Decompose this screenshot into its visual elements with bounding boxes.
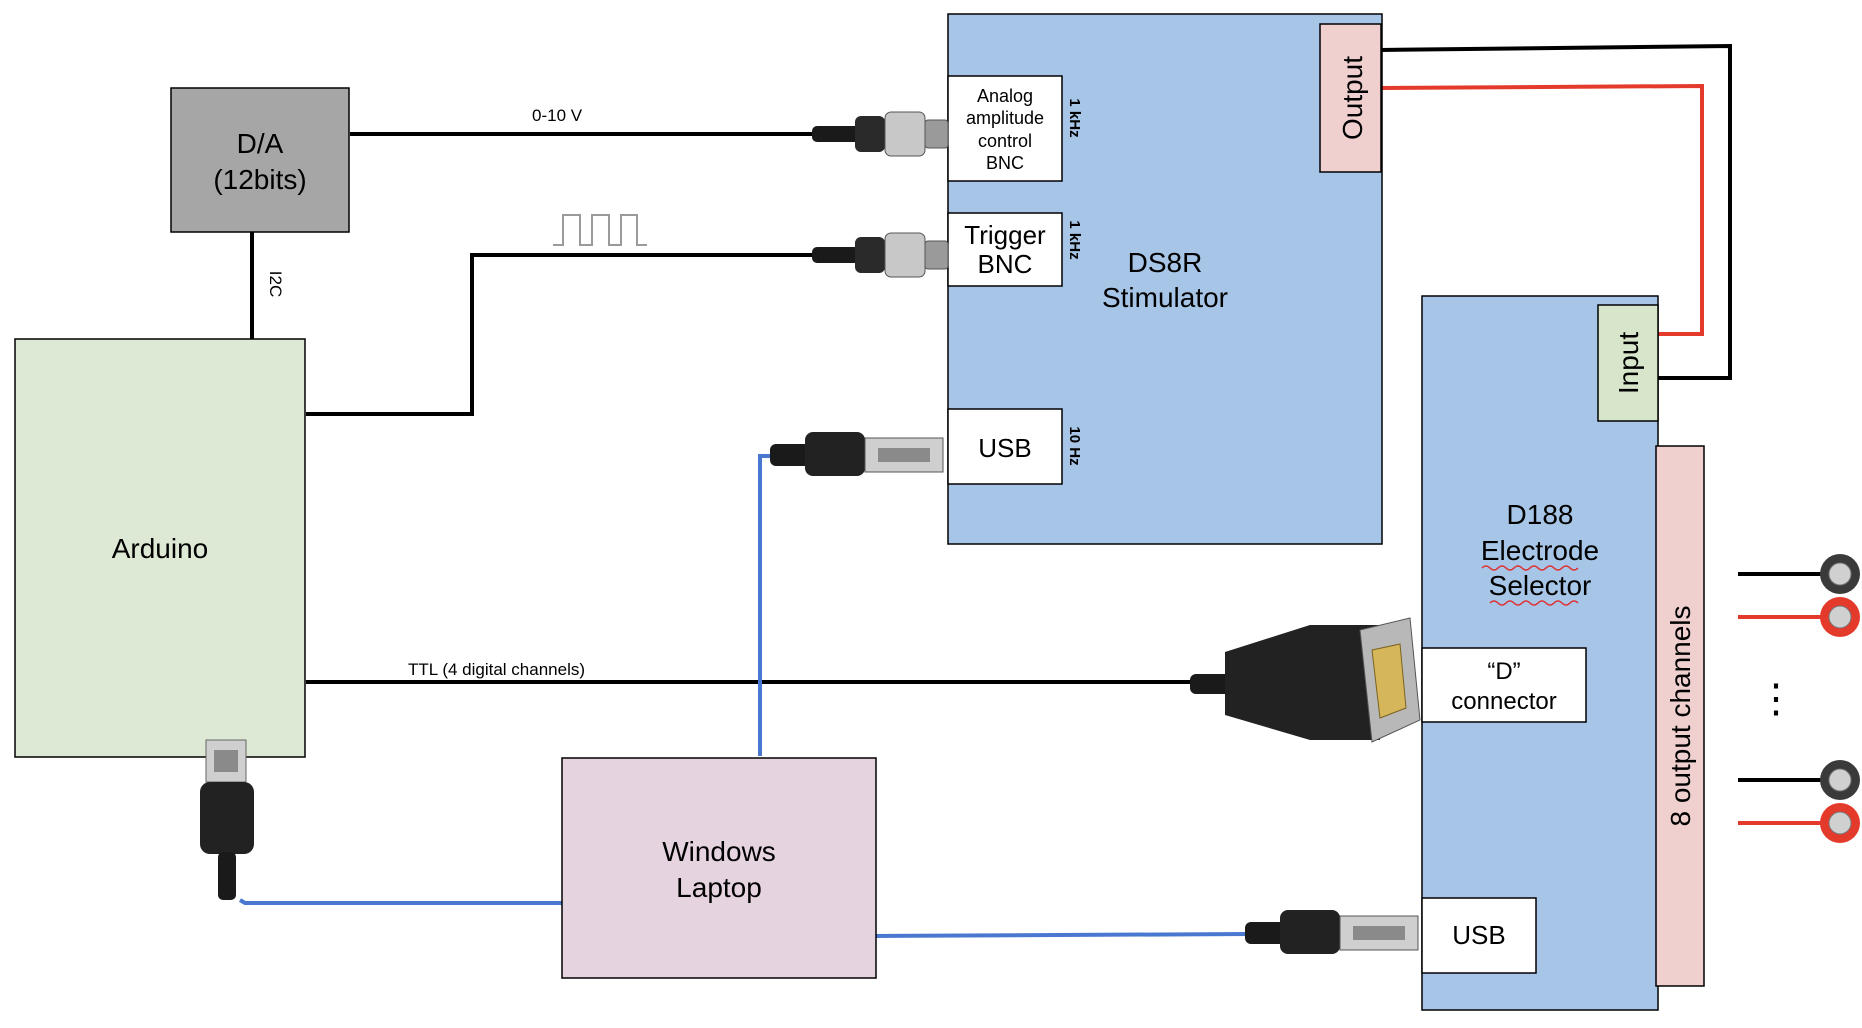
da-subtitle: (12bits) — [213, 164, 306, 195]
d188-title: D188 — [1507, 499, 1574, 530]
trigger-wire — [306, 255, 815, 414]
electrode-lead-black-2 — [1738, 760, 1860, 800]
d-connector-line2: connector — [1451, 688, 1556, 715]
usb-a-plug-icon — [1245, 910, 1418, 954]
trigger-rate-label: 1 kHz — [1066, 220, 1083, 259]
trigger-port-line1: Trigger — [964, 220, 1046, 250]
d-sub-connector-icon — [1190, 618, 1420, 742]
d188-usb-label: USB — [1452, 920, 1505, 950]
bnc-connector-icon — [812, 112, 948, 156]
electrode-lead-red-2 — [1738, 803, 1860, 843]
electrode-lead-red-1 — [1738, 597, 1860, 637]
ds8r-title: DS8R — [1128, 247, 1203, 278]
analog-port-line2: amplitude — [966, 108, 1044, 128]
analog-port-line3: control — [978, 131, 1032, 151]
laptop-title: Windows — [662, 836, 776, 867]
d-connector-line1: “D” — [1487, 658, 1520, 685]
d188-subtitle-1: Electrode — [1481, 535, 1599, 566]
input-label: Input — [1613, 332, 1644, 394]
da-converter-block — [171, 88, 349, 232]
da-title: D/A — [237, 128, 284, 159]
output-channels-label: 8 output channels — [1665, 605, 1696, 826]
usb-b-plug-icon — [200, 740, 254, 900]
usb-wire-ds8r — [760, 456, 795, 756]
ttl-label: TTL (4 digital channels) — [408, 660, 585, 679]
d188-subtitle-2: Selector — [1489, 570, 1592, 601]
ds8r-subtitle: Stimulator — [1102, 282, 1228, 313]
arduino-label: Arduino — [112, 533, 209, 564]
analog-port-line1: Analog — [977, 86, 1033, 106]
analog-port-line4: BNC — [986, 153, 1024, 173]
windows-laptop-block — [562, 758, 876, 978]
trigger-port-line2: BNC — [978, 249, 1033, 279]
usb-a-plug-icon — [770, 432, 943, 476]
electrode-lead-black-1 — [1738, 554, 1860, 594]
laptop-subtitle: Laptop — [676, 872, 762, 903]
analog-rate-label: 1 kHz — [1066, 98, 1083, 137]
usb-wire-arduino — [240, 900, 570, 903]
pulse-train-icon — [553, 215, 647, 245]
i2c-label: I2C — [266, 271, 285, 297]
bnc-connector-icon — [812, 233, 948, 277]
output-label: Output — [1337, 56, 1368, 140]
ds8r-usb-label: USB — [978, 433, 1031, 463]
usb-wire-d188 — [870, 934, 1250, 936]
analog-voltage-label: 0-10 V — [532, 106, 583, 125]
more-channels-ellipsis: ⋮ — [1756, 677, 1796, 721]
ds8r-usb-rate-label: 10 Hz — [1066, 426, 1083, 465]
